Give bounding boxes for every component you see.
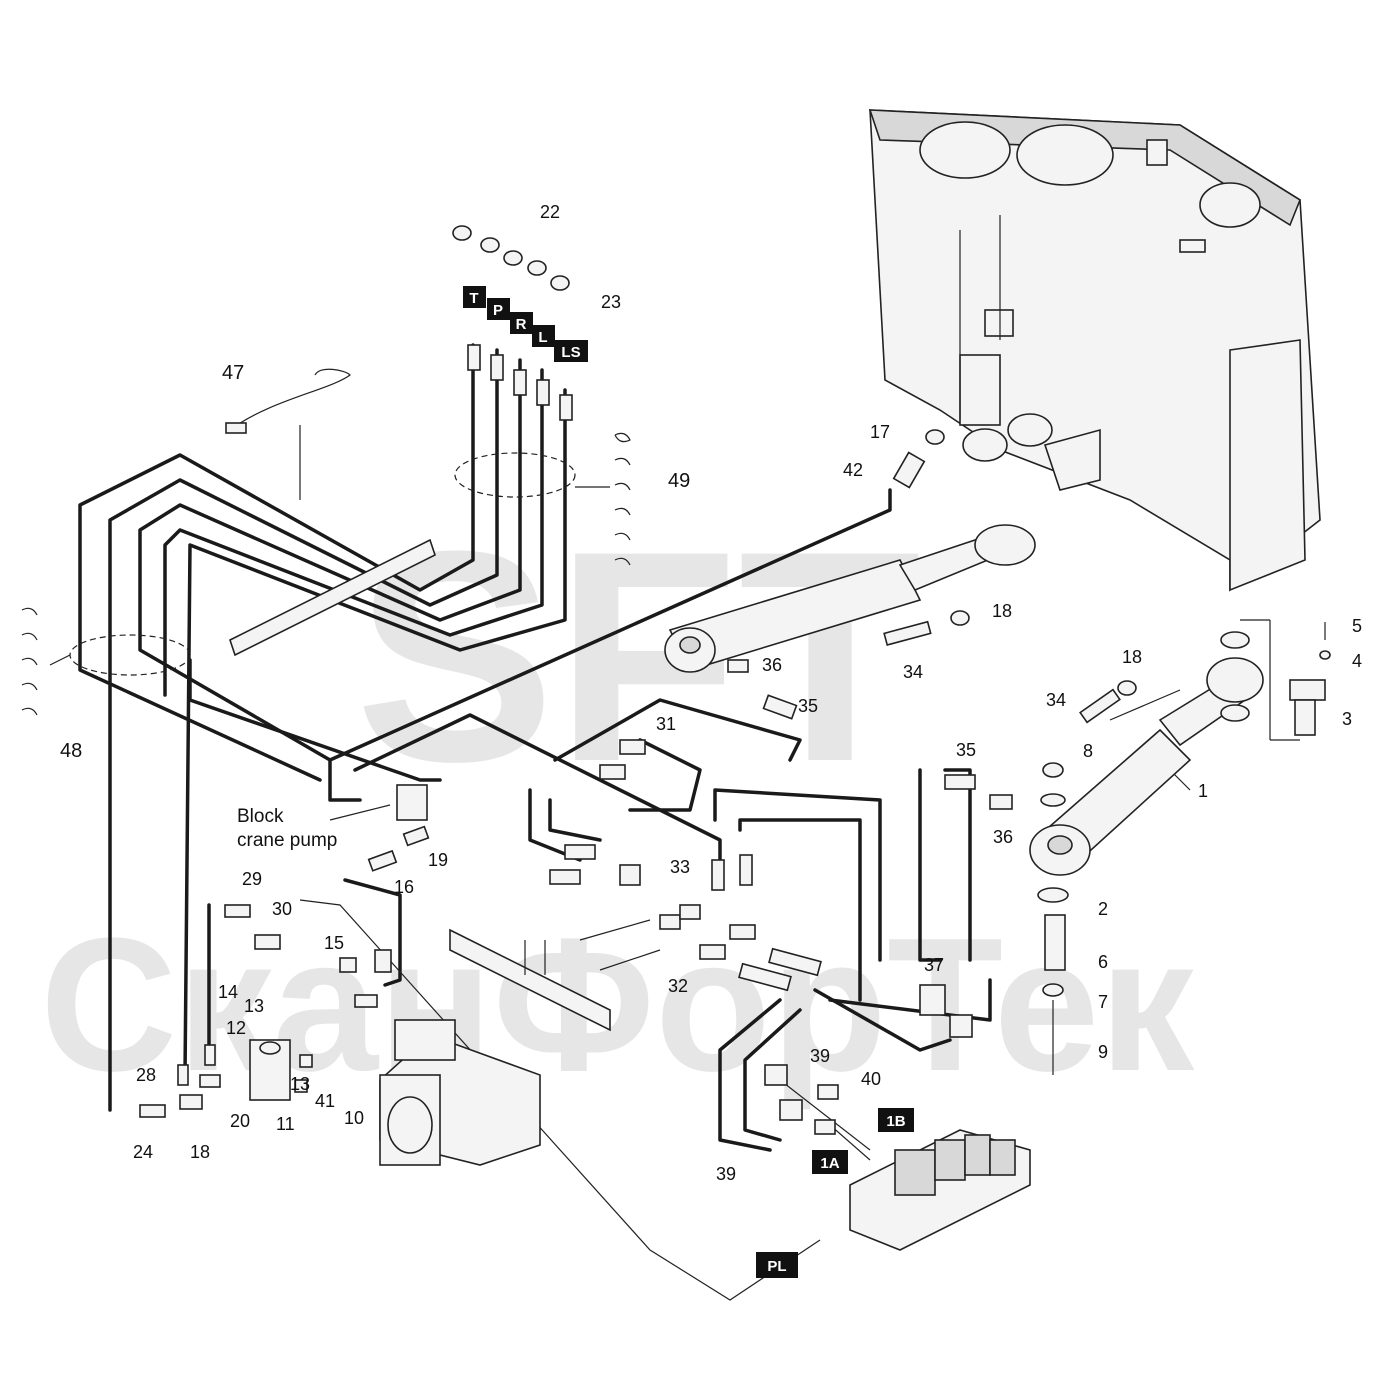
fittings [139,225,1137,1135]
tag-LS: LS [554,340,588,362]
tag-R: R [510,312,533,334]
callout-34a: 34 [903,662,923,682]
mount-parts [1037,622,1331,1075]
callout-18a: 18 [992,601,1012,621]
callout-8: 8 [1083,741,1093,761]
callout-30: 30 [272,899,292,919]
valve-block [849,1129,1031,1251]
block-label-line1: Block [237,806,284,827]
callout-5: 5 [1352,616,1362,636]
callouts: 1 2 3 4 5 6 7 8 9 10 11 12 13 13 14 15 1… [60,202,1362,1184]
machine-frame [868,109,1321,592]
callout-18c: 18 [190,1142,210,1162]
callout-47: 47 [222,362,244,384]
callout-16: 16 [394,877,414,897]
callout-32: 32 [668,976,688,996]
callout-12: 12 [226,1018,246,1038]
watermark-logo: SFT [355,488,922,824]
callout-15: 15 [324,933,344,953]
callout-24: 24 [133,1142,153,1162]
callout-10: 10 [344,1108,364,1128]
callout-23: 23 [601,292,621,312]
callout-37: 37 [924,955,944,975]
pump-assembly [249,1019,541,1166]
callout-17: 17 [870,422,890,442]
clip-strip-49 [614,432,631,566]
callout-41: 41 [315,1091,335,1111]
callout-19: 19 [428,850,448,870]
callout-35a: 35 [798,696,818,716]
callout-36a: 36 [762,655,782,675]
callout-31: 31 [656,714,676,734]
callout-4: 4 [1352,651,1362,671]
callout-35b: 35 [956,740,976,760]
callout-13b: 13 [290,1074,310,1094]
cylinder-upper [664,524,1036,673]
callout-11: 11 [276,1114,295,1134]
block-label-line2: crane pump [237,830,337,851]
callout-3: 3 [1342,709,1352,729]
callout-1: 1 [1198,781,1208,801]
tag-PL: PL [756,1252,798,1278]
clamp-strip [229,538,436,657]
callout-42: 42 [843,460,863,480]
tag-T: T [463,286,486,308]
tag-P-text: P [493,302,503,319]
callout-29: 29 [242,869,262,889]
hydraulic-lines [78,343,992,1152]
bracket [449,928,611,1032]
callout-13a: 13 [244,996,264,1016]
tag-1A-text: 1A [820,1155,839,1172]
callout-33: 33 [670,857,690,877]
tag-1B-text: 1B [886,1113,905,1130]
callout-2: 2 [1098,899,1108,919]
callout-36b: 36 [993,827,1013,847]
callout-39b: 39 [716,1164,736,1184]
cylinder-lower [1029,657,1264,876]
tag-1B: 1B [878,1108,914,1132]
tag-LS-text: LS [561,344,580,361]
tag-L: L [532,325,555,347]
callout-22: 22 [540,202,560,222]
strap-47 [225,368,351,434]
callout-20: 20 [230,1111,250,1131]
tag-T-text: T [469,290,478,307]
callout-28: 28 [136,1065,156,1085]
callout-6: 6 [1098,952,1108,972]
tag-P: P [487,298,510,320]
tag-1A: 1A [812,1150,848,1174]
callout-39a: 39 [810,1046,830,1066]
tag-PL-text: PL [767,1258,786,1275]
callout-7: 7 [1098,992,1108,1012]
leader-lines [49,425,1300,1301]
clip-strip-48 [21,607,38,716]
block-crane-pump [329,784,428,821]
callout-14: 14 [218,982,238,1002]
callout-40: 40 [861,1069,881,1089]
callout-34b: 34 [1046,690,1066,710]
callout-9: 9 [1098,1042,1108,1062]
callout-48: 48 [60,740,82,762]
callout-18b: 18 [1122,647,1142,667]
tag-R-text: R [516,316,527,333]
callout-49: 49 [668,470,690,492]
watermark-brand: СканФорТек [40,899,1195,1111]
tag-L-text: L [538,329,547,346]
watermark: SFT СканФорТек [40,488,1195,1111]
